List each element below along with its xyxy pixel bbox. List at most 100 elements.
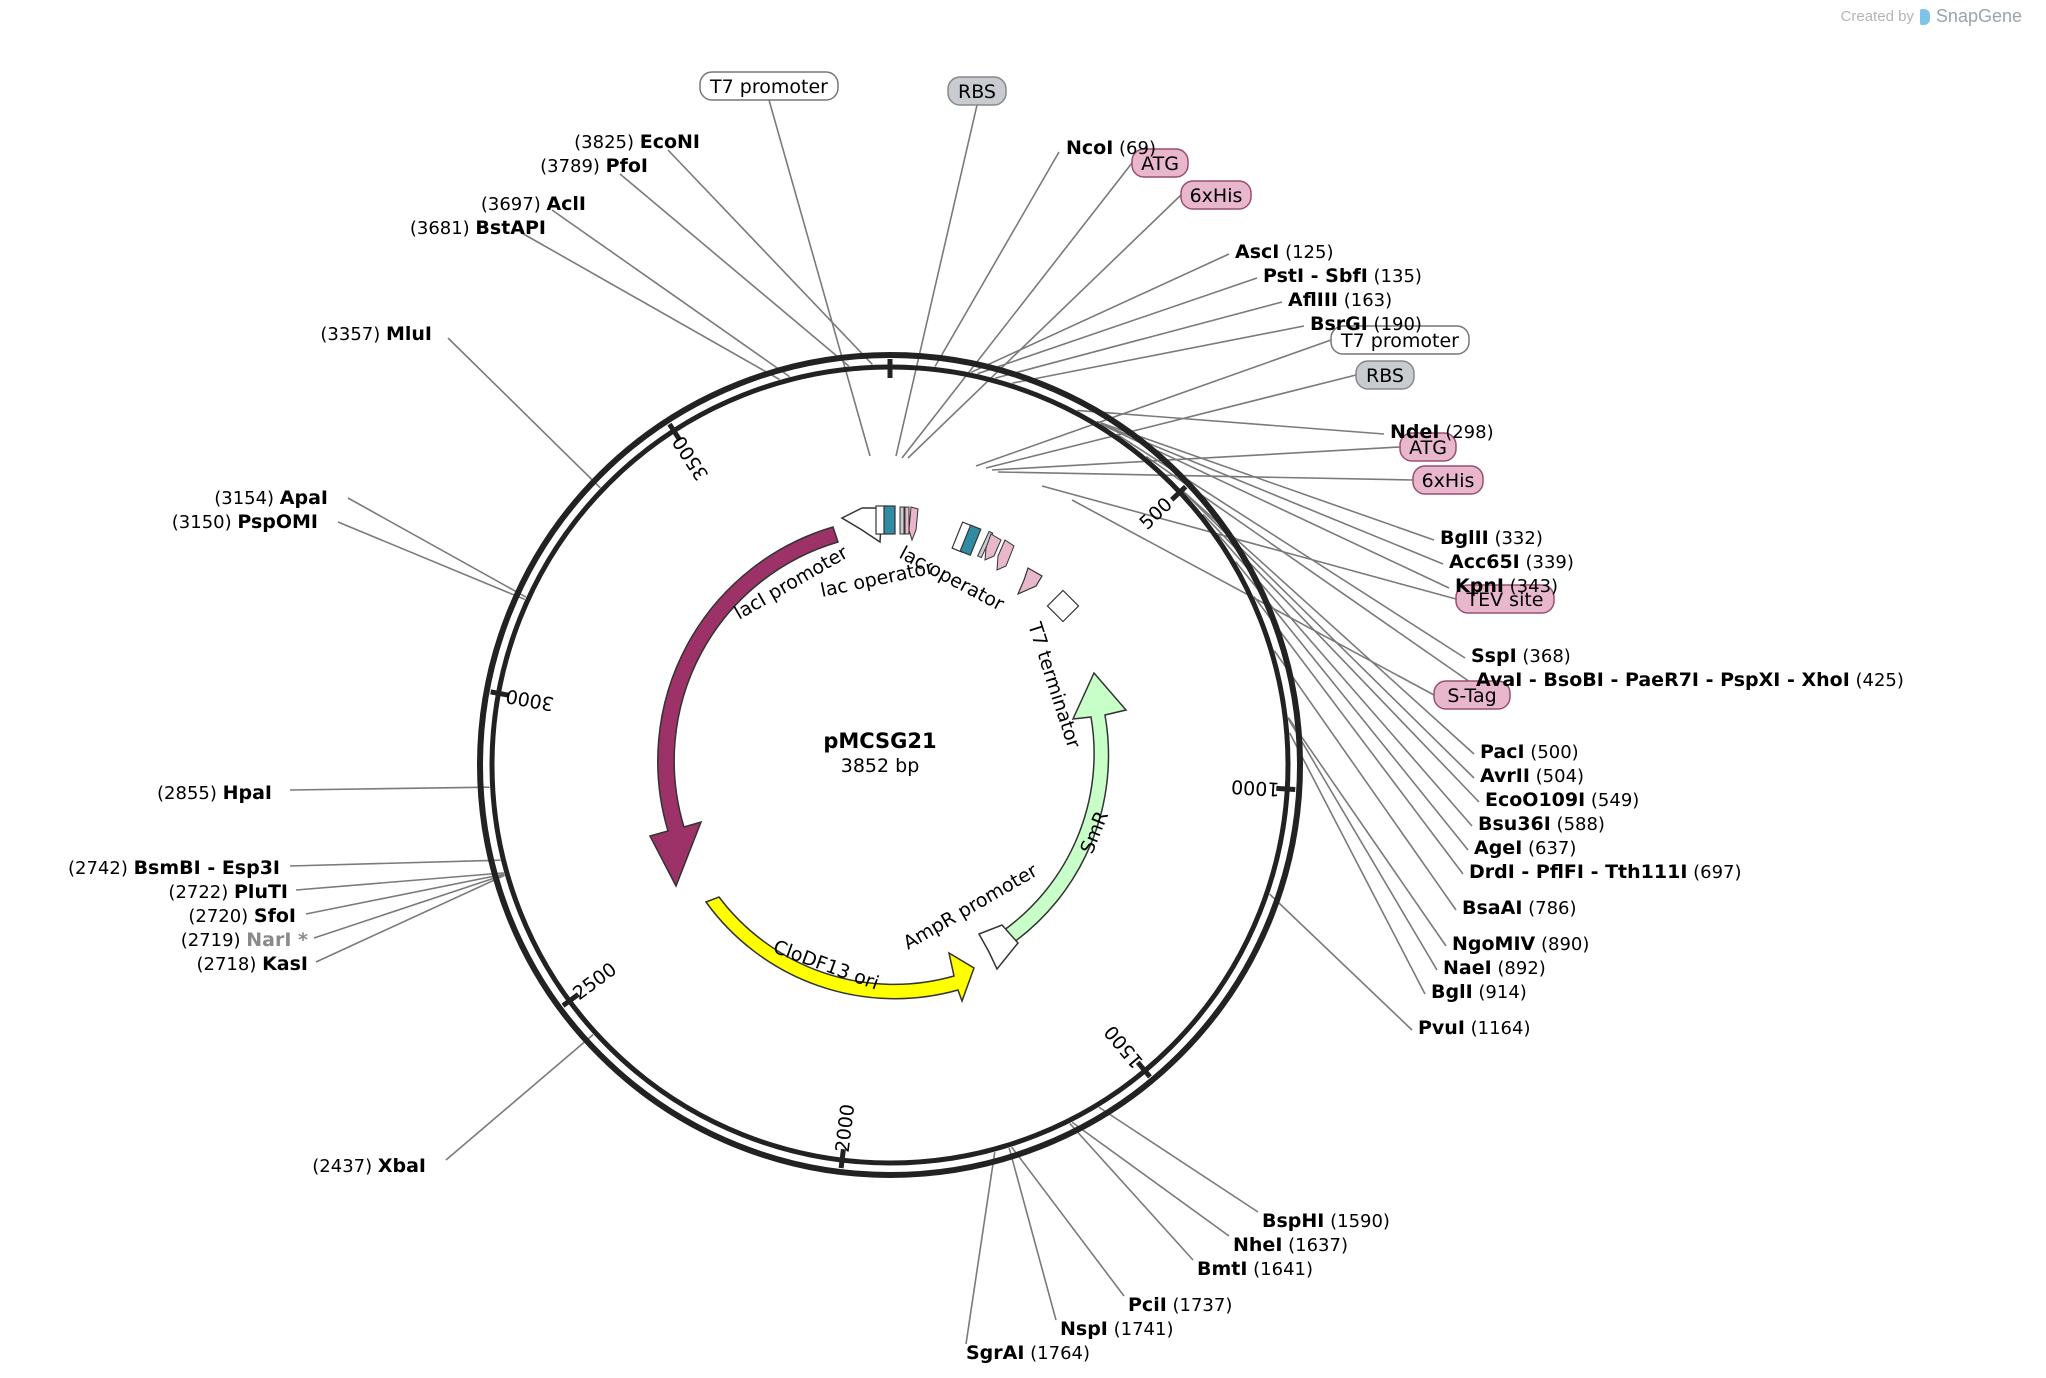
leader-line — [1041, 485, 1457, 600]
callout-box — [1131, 148, 1189, 178]
site-bstapi[interactable]: (3681) BstAPI — [410, 217, 546, 239]
leader-line — [1273, 650, 1457, 911]
callout-label: TEV site — [1466, 589, 1544, 611]
ampR-promoter-label: AmpR promoter — [900, 860, 1042, 955]
callout-tev-site[interactable]: TEV site — [1455, 584, 1555, 614]
site-naei[interactable]: NaeI (892) — [1443, 957, 1546, 979]
callout-atg[interactable]: ATG — [1399, 432, 1457, 462]
site-name: NspI (1741) — [1060, 1318, 1173, 1340]
laci-promoter-feature[interactable]: lacI promoter — [731, 507, 883, 624]
site-name: BspHI (1590) — [1262, 1210, 1390, 1232]
site-psti[interactable]: PstI - SbfI (135) — [1263, 265, 1422, 287]
callout-box — [1399, 432, 1457, 462]
site-hpai[interactable]: (2855) HpaI — [157, 782, 272, 804]
snapgene-logo-icon — [1919, 8, 1930, 25]
site-pfoi[interactable]: (3789) PfoI — [540, 155, 648, 177]
site-afliii[interactable]: AflIII (163) — [1288, 289, 1392, 311]
site-ngomiv[interactable]: NgoMIV (890) — [1452, 933, 1589, 955]
leader-line — [895, 104, 978, 457]
site-bsrgi[interactable]: BsrGI (190) — [1310, 313, 1422, 335]
site-name: (3154) ApaI — [214, 487, 328, 509]
site-name: PvuI (1164) — [1418, 1017, 1530, 1039]
leader-line — [1253, 595, 1464, 875]
site-avai[interactable]: AvaI - BsoBI - PaeR7I - PspXI - XhoI (42… — [1476, 669, 1904, 691]
site-ecoo109i[interactable]: EcoO109I (549) — [1485, 789, 1639, 811]
site-name: BmtI (1641) — [1197, 1258, 1313, 1280]
callout-rbs[interactable]: RBS — [1355, 360, 1415, 390]
ampR-promoter-feature[interactable]: AmpR promoter — [900, 860, 1042, 971]
cloDF13-ori-feature[interactable]: CloDF13 ori — [704, 896, 975, 1004]
callout-label: 6xHis — [1422, 470, 1475, 492]
site-name: KpnI (343) — [1455, 575, 1558, 597]
site-nhei[interactable]: NheI (1637) — [1233, 1234, 1348, 1256]
callout-t7-promoter[interactable]: T7 promoter — [1330, 325, 1470, 355]
site-apai[interactable]: (3154) ApaI — [214, 487, 328, 509]
callout-label: 6xHis — [1190, 185, 1243, 207]
callout-t7-promoter[interactable]: T7 promoter — [699, 71, 839, 101]
site-asci[interactable]: AscI (125) — [1235, 241, 1333, 263]
callout-label: RBS — [958, 81, 996, 103]
site-name: (3697) AclI — [481, 193, 586, 215]
site-name: (3789) PfoI — [540, 155, 648, 177]
site-sgrai[interactable]: SgrAI (1764) — [966, 1342, 1090, 1364]
callout-rbs[interactable]: RBS — [947, 76, 1007, 106]
callout-atg[interactable]: ATG — [1131, 148, 1189, 178]
site-bmti[interactable]: BmtI (1641) — [1197, 1258, 1313, 1280]
site-bgli[interactable]: BglI (914) — [1431, 981, 1527, 1003]
callout-label: ATG — [1141, 153, 1179, 175]
site-pcii[interactable]: PciI (1737) — [1128, 1294, 1232, 1316]
site-avrii[interactable]: AvrII (504) — [1480, 765, 1584, 787]
leader-line — [991, 446, 1401, 471]
site-mlui[interactable]: (3357) MluI — [320, 323, 432, 345]
callout-s-tag[interactable]: S-Tag — [1433, 680, 1511, 710]
site-econi[interactable]: (3825) EcoNI — [574, 131, 700, 153]
ruler-tick — [1170, 484, 1188, 502]
callout-label: T7 promoter — [709, 76, 828, 98]
site-name: PstI - SbfI (135) — [1263, 265, 1422, 287]
atg-his-arrow-2 — [984, 533, 1002, 561]
credit-prefix: Created by — [1840, 8, 1914, 25]
ruler-label-2000: 2000 — [832, 1103, 860, 1154]
site-acli[interactable]: (3697) AclI — [481, 193, 586, 215]
leader-line — [1071, 1121, 1230, 1237]
site-bsaai[interactable]: BsaAI (786) — [1462, 897, 1577, 919]
site-bglii[interactable]: BglII (332) — [1440, 527, 1543, 549]
leader-line — [447, 337, 601, 489]
site-xbai[interactable]: (2437) XbaI — [312, 1155, 426, 1177]
site-bsphi[interactable]: BspHI (1590) — [1262, 1210, 1390, 1232]
leader-line — [445, 1033, 594, 1161]
callout-6xhis[interactable]: 6xHis — [1180, 180, 1252, 210]
site-kpni[interactable]: KpnI (343) — [1455, 575, 1558, 597]
site-sfoi[interactable]: (2720) SfoI — [188, 905, 296, 927]
site-name: SgrAI (1764) — [966, 1342, 1090, 1364]
site-name: (3357) MluI — [320, 323, 432, 345]
site-pspomi[interactable]: (3150) PspOMI — [172, 511, 318, 533]
leader-line — [305, 873, 505, 915]
site-paci[interactable]: PacI (500) — [1480, 741, 1579, 763]
site-pvui[interactable]: PvuI (1164) — [1418, 1017, 1530, 1039]
leader-line — [1269, 893, 1413, 1031]
site-ncoi[interactable]: NcoI (69) — [1066, 137, 1156, 159]
site-drdi[interactable]: DrdI - PflFI - Tth111I (697) — [1469, 861, 1742, 883]
leader-line — [1096, 420, 1435, 541]
lac-operator-box-1 — [883, 505, 896, 535]
site-name: NaeI (892) — [1443, 957, 1546, 979]
site-bsu36i[interactable]: Bsu36I (588) — [1478, 813, 1605, 835]
site-pluti[interactable]: (2722) PluTI — [168, 881, 288, 903]
callout-6xhis[interactable]: 6xHis — [1412, 465, 1484, 495]
site-bsmbi[interactable]: (2742) BsmBI - Esp3I — [68, 857, 280, 879]
site-nspi[interactable]: NspI (1741) — [1060, 1318, 1173, 1340]
lac-operator-feature-2[interactable]: lac operator — [896, 521, 1080, 623]
site-kasi[interactable]: (2718) KasI — [196, 953, 308, 975]
site-name: AvaI - BsoBI - PaeR7I - PspXI - XhoI (42… — [1476, 669, 1904, 691]
site-sspi[interactable]: SspI (368) — [1471, 645, 1571, 667]
site-ndei[interactable]: NdeI (298) — [1390, 421, 1494, 443]
callout-box — [1412, 465, 1484, 495]
site-name: (2437) XbaI — [312, 1155, 426, 1177]
site-acc65i[interactable]: Acc65I (339) — [1449, 551, 1574, 573]
site-agei[interactable]: AgeI (637) — [1474, 837, 1576, 859]
rbs-box-1 — [899, 506, 905, 535]
site-nari[interactable]: (2719) NarI * — [181, 929, 308, 951]
